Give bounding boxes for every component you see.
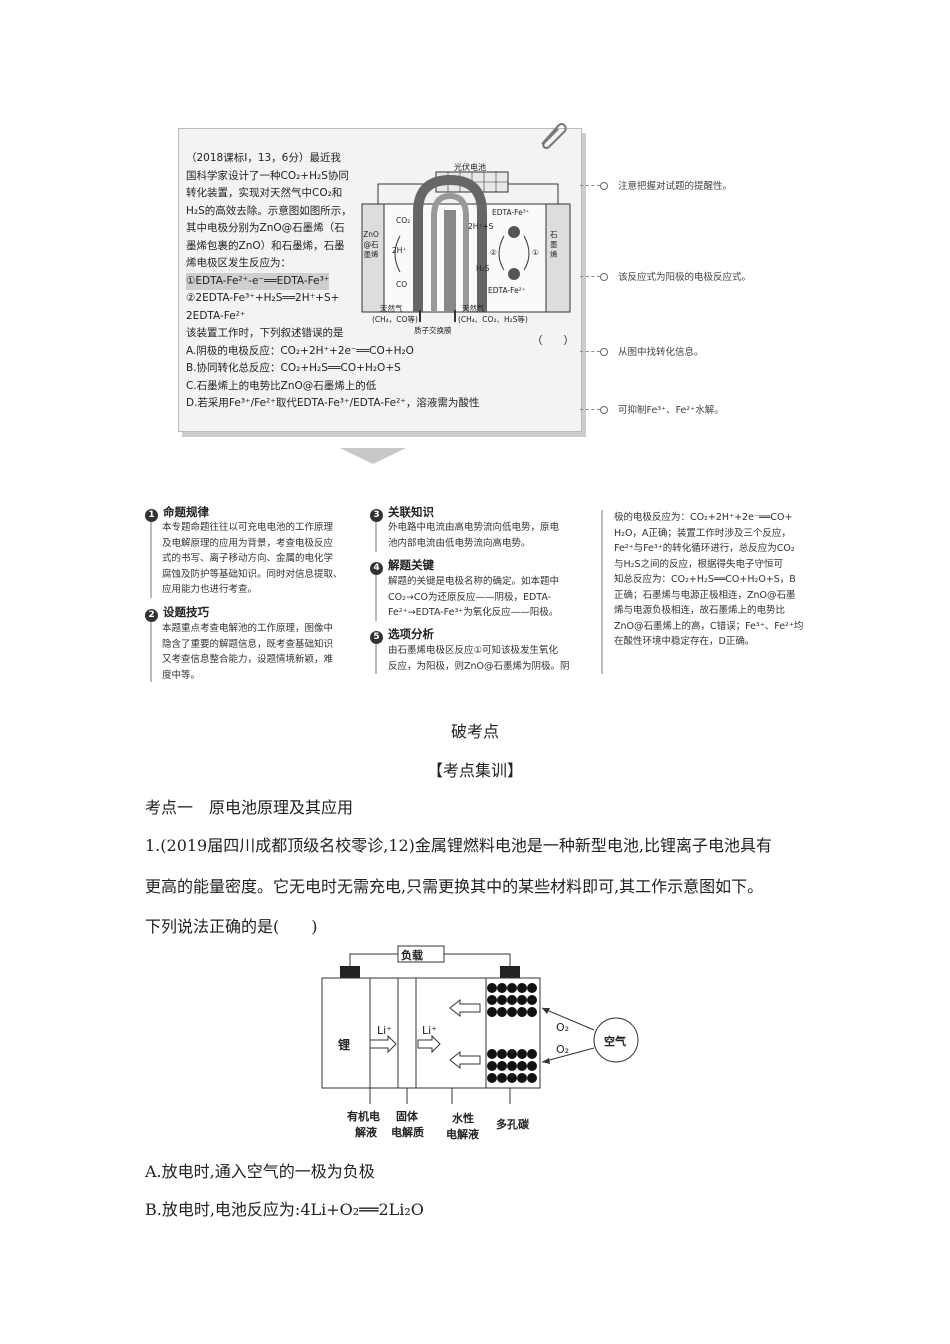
chevron-down-icon — [340, 448, 406, 464]
card-line: C.石墨烯上的电势比ZnO@石墨烯上的低 — [186, 379, 377, 392]
aqueous-electrolyte-label-2: 电解液 — [446, 1128, 479, 1141]
card-line: 该装置工作时，下列叙述错误的是 — [186, 327, 344, 339]
summary-text-6: 极的电极反应为：CO₂+2H⁺+2e⁻══CO+ H₂O，A正确；装置工作时涉及… — [614, 512, 804, 647]
card-line: A.阴极的电极反应：CO₂+2H⁺+2e⁻══CO+H₂O — [186, 344, 414, 357]
card-line: 其中电极分别为ZnO@石墨烯（石 — [186, 222, 345, 234]
section-title: 破考点 — [450, 722, 499, 741]
summary-text-4: 解题的关键是电极名称的确定。如本题中 CO₂→CO为还原反应——阴极，EDTA-… — [388, 576, 560, 618]
annotation-dot — [600, 273, 608, 281]
card-text: （2018课标Ⅰ，13，6分）最近我 国科学家设计了一种CO₂+H₂S协同 转化… — [186, 150, 479, 413]
gas-out-label: 天然气 — [380, 304, 403, 313]
card-line: 转化装置，实现对天然气中CO₂和 — [186, 187, 343, 199]
question-line-3: 下列说法正确的是( ) — [145, 917, 318, 936]
annotation-dot — [600, 406, 608, 414]
annotation-line — [580, 185, 600, 186]
li-ion-label-1: Li⁺ — [377, 1024, 392, 1037]
aqueous-electrolyte-label: 水性 — [452, 1112, 474, 1125]
subsection-title: 【考点集训】 — [426, 761, 523, 780]
question-line-1: 1.(2019届四川成都顶级名校零诊,12)金属锂燃料电池是一种新型电池,比锂离… — [145, 836, 773, 855]
summary-rule — [601, 510, 603, 674]
annotation-line — [580, 276, 600, 277]
organic-electrolyte-label-2: 解液 — [355, 1126, 377, 1139]
summary-text-3: 外电路中电流由高电势流向低电势，原电 池内部电流由低电势流向高电势。 — [388, 522, 560, 549]
annotation-line — [580, 409, 600, 410]
summary-text-1: 本专题命题往往以可充电电池的工作原理 及电解原理的应用为背景，考查电极反应 式的… — [162, 522, 343, 595]
gas-in-sub: (CH₄、CO₂、H₂S等) — [458, 315, 528, 324]
o2-label-2: O₂ — [556, 1043, 570, 1056]
summary-rule — [150, 522, 152, 598]
topic-heading: 考点一 原电池原理及其应用 — [145, 798, 354, 817]
circle2-label: ② — [490, 248, 497, 257]
summary-rule — [375, 522, 377, 552]
summary-text-2: 本题重点考查电解池的工作原理，图像中 隐含了重要的解题信息，既考查基础知识 又考… — [162, 623, 334, 681]
air-label: 空气 — [604, 1035, 626, 1048]
gas-out-sub: (CH₄，CO等) — [372, 315, 418, 324]
card-line: 烯电极区发生反应为： — [186, 257, 291, 269]
h2s-label: H₂S — [476, 264, 490, 273]
answer-paren: （ ） — [532, 335, 574, 347]
lithium-label: 锂 — [338, 1038, 351, 1052]
annotation-dot — [600, 348, 608, 356]
co-label: CO — [396, 280, 408, 289]
card-line: 国科学家设计了一种CO₂+H₂S协同 — [186, 169, 349, 182]
card-line: ②2EDTA-Fe³⁺+H₂S══2H⁺+S+ — [186, 292, 340, 304]
battery-diagram — [321, 945, 639, 1104]
card-line: 2EDTA-Fe²⁺ — [186, 309, 246, 322]
organic-electrolyte-label: 有机电 — [347, 1110, 380, 1123]
load-label: 负载 — [401, 949, 423, 962]
h-plus-label: 2H⁺ — [392, 246, 407, 255]
card-line: B.协同转化总反应：CO₂+H₂S══CO+H₂O+S — [186, 362, 401, 374]
left-electrode-label: ZnO@石墨烯 — [363, 230, 379, 259]
paperclip-icon — [541, 123, 567, 149]
option-b: B.放电时,电池反应为:4Li+O₂══2Li₂O — [145, 1200, 424, 1219]
card-line: D.若采用Fe³⁺/Fe²⁺取代EDTA-Fe³⁺/EDTA-Fe²⁺，溶液需为… — [186, 397, 480, 409]
annotation-4: 可抑制Fe³⁺、Fe²⁺水解。 — [618, 405, 724, 416]
option-a: A.放电时,通入空气的一极为负极 — [145, 1162, 375, 1181]
pv-label: 光伏电池 — [454, 163, 486, 172]
annotation-2: 该反应式为阳极的电极反应式。 — [618, 272, 752, 283]
annotation-3: 从图中找转化信息。 — [618, 347, 704, 358]
membrane-label: 质子交换膜 — [414, 326, 452, 335]
o2-label-1: O₂ — [556, 1021, 570, 1034]
edta3-label: EDTA-Fe³⁺ — [492, 208, 530, 217]
summary-rule — [150, 622, 152, 682]
diagram-labels: 光伏电池 ZnO@石墨烯 石墨烯 CO₂ 2H⁺ CO EDTA-Fe³⁺ 2H… — [358, 160, 578, 336]
card-line: ①EDTA-Fe²⁺-e⁻══EDTA-Fe³⁺ — [186, 272, 330, 290]
annotation-line — [580, 351, 600, 352]
electrolysis-diagram — [361, 171, 571, 322]
card-line: 墨烯包裹的ZnO）和石墨烯，石墨 — [186, 239, 345, 252]
question-line-2: 更高的能量密度。它无电时无需充电,只需更换其中的某些材料即可,其工作示意图如下。 — [145, 877, 764, 896]
annotation-dot — [600, 182, 608, 190]
summary-rule — [375, 644, 377, 674]
solid-electrolyte-label-2: 电解质 — [391, 1126, 424, 1139]
summary-rule — [375, 575, 377, 621]
gas-in-label: 天然气 — [462, 304, 485, 313]
circle1-label: ① — [532, 248, 539, 257]
annotation-1: 注意把握对试题的提醒性。 — [618, 181, 733, 192]
card-line: （2018课标Ⅰ，13，6分）最近我 — [186, 152, 341, 164]
summary-text-5: 由石墨烯电极区反应①可知该极发生氧化 反应，为阳极，则ZnO@石墨烯为阴极。阴 — [388, 645, 570, 672]
solid-electrolyte-label: 固体 — [396, 1110, 418, 1123]
hs-label: 2H⁺+S — [468, 222, 494, 231]
right-electrode-label: 石墨烯 — [550, 230, 558, 259]
porous-carbon-label: 多孔碳 — [496, 1118, 529, 1131]
li-ion-label-2: Li⁺ — [422, 1024, 437, 1037]
edta2-label: EDTA-Fe²⁺ — [488, 286, 526, 295]
card-line: H₂S的高效去除。示意图如图所示， — [186, 204, 352, 217]
co2-label: CO₂ — [396, 216, 411, 225]
